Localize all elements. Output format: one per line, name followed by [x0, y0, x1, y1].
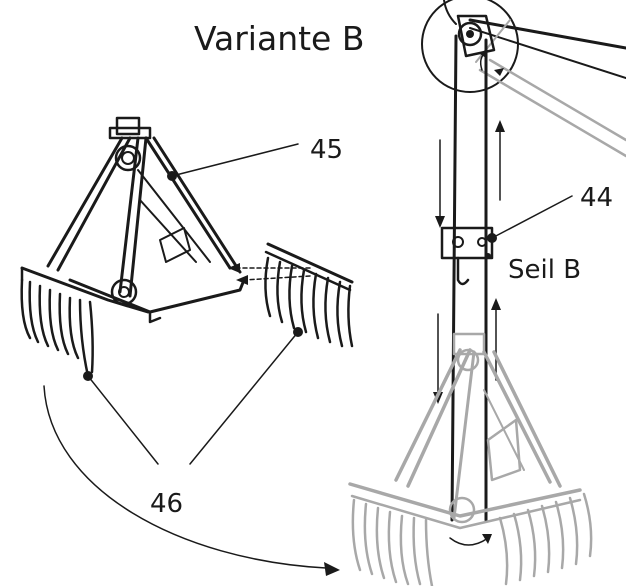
label-46: 46	[150, 489, 183, 519]
rope-arrows	[433, 120, 505, 404]
grapple-shell-detached	[264, 242, 354, 348]
ropes	[450, 34, 488, 522]
motion-arrow	[43, 385, 340, 576]
ghost-grapple	[348, 332, 593, 586]
leader-line-45	[171, 143, 299, 177]
crane-arm	[421, 0, 626, 158]
label-44: 44	[580, 183, 613, 213]
assembly-arrows	[228, 263, 311, 285]
label-seil-b: Seil B	[508, 255, 581, 285]
left-grapple	[20, 116, 354, 378]
leader-line-46b	[189, 331, 299, 465]
variant-title: Variante B	[194, 19, 364, 58]
grapple-shell-left	[20, 266, 150, 378]
hook-block	[440, 226, 494, 286]
leader-line-46a	[87, 375, 159, 465]
grapple-frame	[46, 136, 246, 324]
leader-line-44	[491, 195, 573, 239]
label-45: 45	[310, 135, 343, 165]
